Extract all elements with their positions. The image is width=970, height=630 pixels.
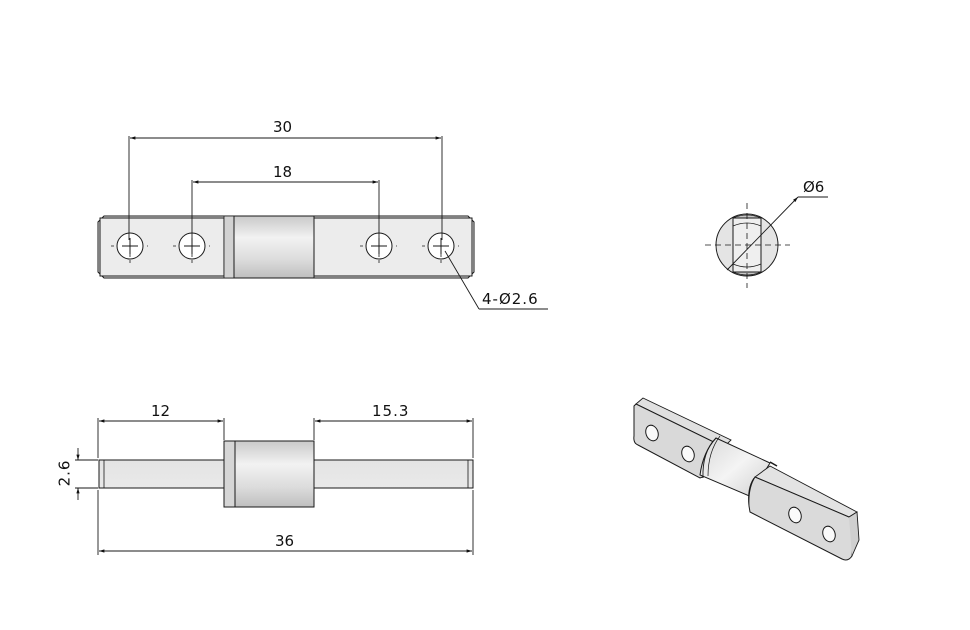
- dimension-18: [191, 180, 380, 240]
- center-collar: [234, 440, 315, 508]
- isometric-view: [633, 397, 860, 561]
- diameter-label: Ø6: [803, 178, 825, 196]
- center-cylinder: [233, 215, 315, 279]
- dim-15-3-label: 15.3: [372, 402, 410, 420]
- dim-18-label: 18: [273, 163, 293, 181]
- iso-hole-4: [822, 525, 836, 543]
- hole-2: [173, 232, 210, 264]
- iso-hole-1: [645, 424, 659, 442]
- iso-hole-2: [681, 445, 695, 463]
- dim-2-6-label: 2.6: [55, 459, 74, 487]
- collar-step: [223, 440, 236, 508]
- hole-callout-leader: [444, 250, 548, 310]
- dimension-15-3: [313, 418, 474, 458]
- right-shaft: [313, 459, 474, 489]
- dimension-12: [97, 418, 225, 458]
- left-step: [223, 215, 235, 279]
- iso-hole-3: [788, 506, 802, 524]
- hole-4: [422, 232, 459, 264]
- front-view: [75, 418, 474, 555]
- hole-callout-label: 4-Ø2.6: [482, 290, 539, 308]
- dimension-30: [128, 136, 443, 240]
- left-shaft: [98, 459, 226, 489]
- dimension-2-6: [75, 448, 98, 500]
- dim-12-label: 12: [151, 402, 171, 420]
- diameter-leader: [726, 196, 799, 271]
- dim-30-label: 30: [273, 118, 293, 136]
- dimension-36: [97, 490, 474, 555]
- hole-1: [111, 232, 148, 264]
- hole-3: [360, 232, 397, 264]
- end-view: [705, 196, 828, 288]
- dim-36-label: 36: [275, 532, 295, 550]
- top-view: [97, 136, 548, 310]
